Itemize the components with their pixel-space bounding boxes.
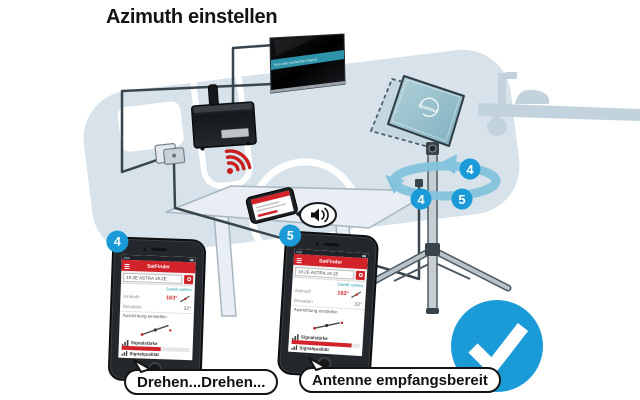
signal-quality-row: Signalqualität <box>288 344 362 356</box>
search-icon[interactable] <box>355 270 366 280</box>
wifi-icon <box>224 149 252 174</box>
jockey-wheel <box>487 118 507 136</box>
phone-earpiece <box>323 242 340 247</box>
antenna-logo: MobilSat <box>418 97 439 117</box>
menu-icon[interactable] <box>124 263 130 266</box>
tripod-pole <box>427 147 438 313</box>
tv-signal-text: Kein oder schlechtes Signal <box>274 57 318 67</box>
wall-socket <box>154 143 186 165</box>
search-icon[interactable] <box>183 274 194 284</box>
signal-bars-icon <box>291 333 299 340</box>
signal-bars-icon <box>121 339 129 346</box>
signal-bars-icon <box>121 350 128 356</box>
azimuth-row: Azimuth 163° <box>291 285 366 300</box>
phone4-screen: SatFinder 19.2E ASTRA 19.2E Satellit wäh… <box>118 254 196 361</box>
phone-earpiece <box>151 247 168 252</box>
speaker-icon <box>311 207 329 223</box>
caravan-window <box>117 101 184 152</box>
rotation-badge-upper-right: 4 <box>459 158 481 180</box>
speech-bubble-drehen: Drehen...Drehen... <box>124 359 279 395</box>
alignment-graphic <box>119 319 194 342</box>
receiver-label <box>221 128 249 139</box>
signal-bars-icon <box>291 345 298 351</box>
tv-screen: Kein oder schlechtes Signal <box>269 33 346 94</box>
svg-text:4: 4 <box>466 162 474 177</box>
speech-bubble-empfangsbereit: Antenne empfangsbereit <box>299 357 501 393</box>
speaker-bubble <box>296 202 337 228</box>
app-title: SatFinder <box>318 257 343 266</box>
alignment-graphic <box>289 313 364 337</box>
azimuth-row: Azimuth 163° <box>120 291 194 305</box>
receiver-box <box>190 84 257 151</box>
app-title: SatFinder <box>146 263 171 270</box>
antenna-panel: MobilSat <box>387 75 465 155</box>
compass-needle-icon <box>180 295 190 302</box>
step-badge-4: 4 <box>105 230 129 253</box>
compass-needle-icon <box>313 321 344 330</box>
bubble-tail <box>133 359 151 373</box>
bubble-tail <box>308 357 326 371</box>
phone-camera <box>143 247 147 251</box>
signal-strength-row: Signalstärke <box>119 339 193 349</box>
rotation-badge-lower-right: 5 <box>451 188 473 210</box>
rotation-arrows <box>385 154 501 201</box>
svg-text:MobilSat: MobilSat <box>418 103 438 114</box>
cable-tv-socket <box>120 82 274 174</box>
satellite-input[interactable]: 19.2E ASTRA 19.2E <box>294 266 355 280</box>
rotation-badge-lower-left: 4 <box>410 188 432 210</box>
phone-camera <box>315 242 319 246</box>
svg-text:5: 5 <box>458 192 465 207</box>
phone-step5: 5 SatFinder 19.2E ASTRA 19.2E Satellit w… <box>276 223 380 380</box>
phone-step4: 4 SatFinder 19.2E ASTRA 19.2E Satellit w… <box>105 230 207 384</box>
satellite-input[interactable]: 19.2E ASTRA 19.2E <box>122 272 183 284</box>
signal-strength-row: Signalstärke <box>289 333 363 345</box>
compass-needle-icon <box>140 324 172 336</box>
signal-quality-row: Signalqualität <box>118 350 192 360</box>
caravan-drawbar <box>478 72 640 136</box>
page-title: Azimuth einstellen <box>106 6 278 28</box>
menu-icon[interactable] <box>296 258 302 260</box>
step-badge-5: 5 <box>278 223 302 248</box>
phone5-screen: SatFinder 19.2E ASTRA 19.2E Satellit wäh… <box>288 248 369 357</box>
compass-needle-icon <box>351 290 362 298</box>
tv-signal-banner <box>271 50 344 70</box>
svg-text:4: 4 <box>417 192 425 207</box>
table-phone <box>245 187 298 224</box>
